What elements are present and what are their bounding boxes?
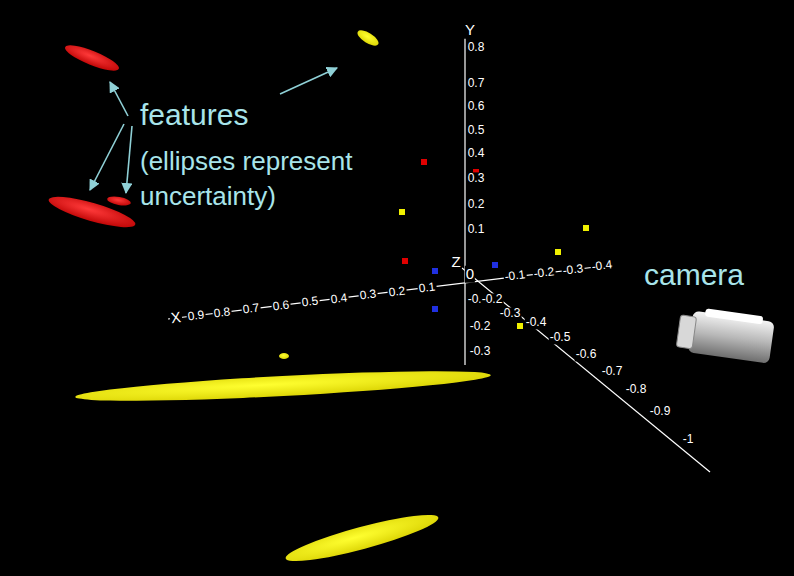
component-label: camera — [644, 258, 744, 291]
tick-label: -0.5 — [549, 331, 572, 344]
tick-label: 0.1 — [467, 223, 486, 236]
tick-label: -0.3 — [469, 345, 492, 358]
tick-label: -0.6 — [575, 348, 598, 361]
tick-label: 0.1 — [417, 280, 437, 295]
tick-label: -1 — [682, 433, 695, 446]
tick-label: 0.6 — [467, 100, 486, 113]
tick-label: 0.3 — [467, 172, 486, 185]
tick-label: 0.2 — [467, 198, 486, 211]
tick-label: -0.2 — [532, 265, 556, 281]
z-axis — [462, 268, 710, 472]
axis-name: X — [169, 309, 183, 327]
feature-points — [399, 159, 589, 329]
callout-title: features — [140, 98, 248, 131]
tick-label: 0.3 — [358, 287, 378, 302]
tick-label: -0.8 — [625, 383, 648, 396]
tick-label: -0.2 — [469, 320, 492, 333]
camera-icon — [676, 305, 775, 364]
tick-label: -0.3 — [499, 307, 522, 320]
tick-label: -0.1 — [503, 268, 527, 284]
tick-label: -0.3 — [561, 262, 585, 278]
red-features — [46, 41, 137, 233]
axis-name: Y — [464, 22, 476, 39]
tick-label: 0.2 — [387, 284, 407, 299]
tick-label: -0.7 — [601, 365, 624, 378]
tick-label: -0.9 — [649, 405, 672, 418]
tick-label: 0.6 — [271, 298, 291, 313]
tick-label: 0.8 — [467, 41, 486, 54]
tick-label: 0.7 — [467, 77, 486, 90]
origin-label: 0 — [465, 266, 475, 283]
tick-label: 0.4 — [467, 147, 486, 160]
feature-ellipse — [46, 191, 137, 233]
tick-label: 0.8 — [212, 305, 232, 320]
feature-ellipse — [355, 27, 381, 48]
feature-ellipse — [279, 353, 289, 359]
tick-label: 0.7 — [241, 301, 261, 316]
tick-label: -0.4 — [590, 258, 614, 274]
tick-label: 0.5 — [467, 124, 486, 137]
tick-label: -0.2 — [481, 293, 504, 306]
tick-label: 0.5 — [300, 294, 320, 309]
feature-ellipse — [283, 507, 441, 569]
feature-ellipse — [62, 41, 121, 76]
feature-ellipse — [106, 195, 131, 207]
tick-label: 0.9 — [186, 308, 206, 323]
axis-name: Z — [450, 254, 461, 271]
axes — [168, 22, 710, 472]
feature-ellipse — [75, 365, 491, 407]
tick-label: 0.4 — [329, 291, 349, 306]
y-axis — [464, 22, 465, 365]
callout-note: (ellipses represent uncertainty) — [140, 144, 440, 214]
yellow-features — [75, 27, 491, 569]
x-axis — [168, 265, 612, 319]
tick-label: -0.4 — [525, 316, 548, 329]
